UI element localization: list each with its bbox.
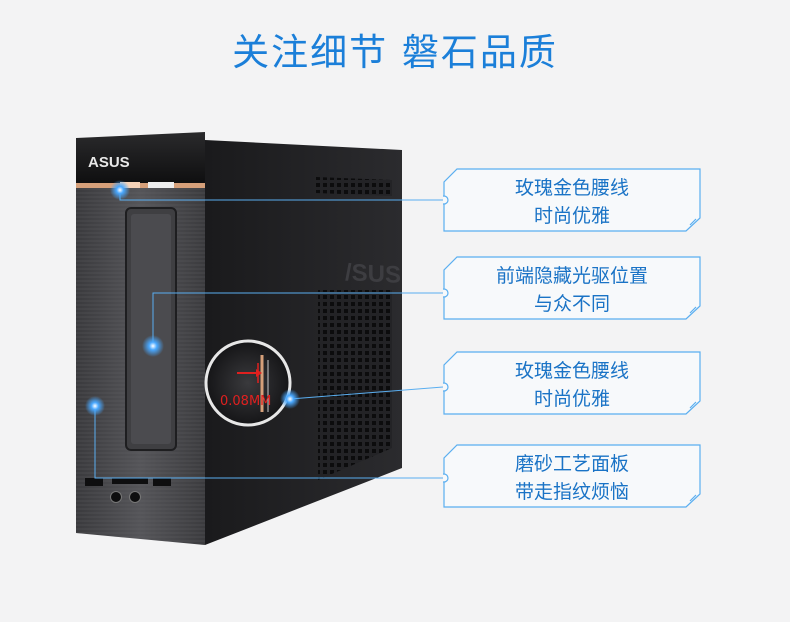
page-title: 关注细节 磐石品质 [232, 31, 558, 74]
callout-4-line1: 磨砂工艺面板 [514, 453, 629, 475]
callout-3-line2: 时尚优雅 [533, 388, 610, 410]
callout-1-line2: 时尚优雅 [533, 205, 610, 227]
svg-text:/SUS: /SUS [345, 259, 401, 289]
callout-matte-panel: 磨砂工艺面板 带走指纹烦恼 [443, 444, 701, 508]
callout-rose-gold-belt: 玫瑰金色腰线 时尚优雅 [443, 168, 701, 232]
callout-hidden-optical-drive: 前端隐藏光驱位置 与众不同 [443, 256, 701, 320]
callout-2-line1: 前端隐藏光驱位置 [495, 265, 648, 287]
brand-logo: ASUS [88, 154, 130, 171]
callout-2-line2: 与众不同 [533, 293, 610, 315]
callout-3-line1: 玫瑰金色腰线 [514, 360, 629, 382]
zoom-measurement-label: 0.08MM [220, 394, 272, 409]
callout-4-line2: 带走指纹烦恼 [514, 481, 629, 503]
callout-rose-gold-belt-2: 玫瑰金色腰线 时尚优雅 [443, 351, 701, 415]
callout-1-line1: 玫瑰金色腰线 [514, 177, 629, 199]
